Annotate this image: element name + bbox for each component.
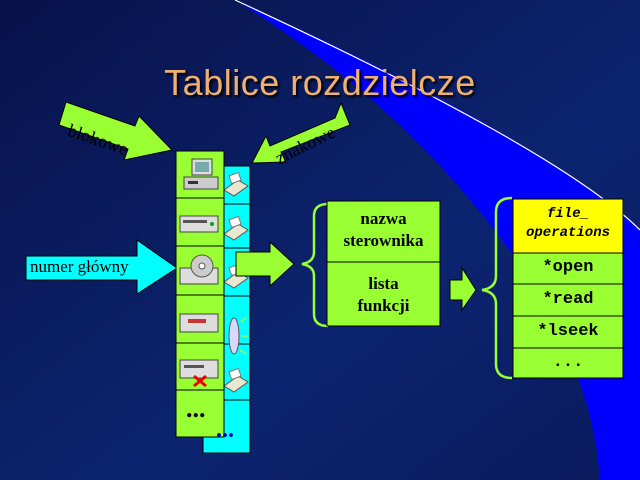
fops-cell bbox=[512, 252, 624, 285]
major-number-label: numer główny bbox=[30, 257, 129, 276]
fops-header-line2: operations bbox=[525, 225, 610, 241]
computer-icon bbox=[183, 158, 219, 190]
block-devices-arrow bbox=[58, 101, 173, 161]
file-operations-table bbox=[512, 198, 624, 379]
tape-drive-icon bbox=[179, 313, 219, 333]
modem-icon bbox=[179, 215, 219, 233]
table-to-driver-arrow bbox=[235, 240, 295, 288]
major-number-arrow bbox=[25, 239, 178, 295]
driver-name-line1: nazwa bbox=[360, 209, 407, 228]
broken-device-icon bbox=[179, 359, 219, 388]
driver-name-field: nazwa sterownika bbox=[327, 208, 440, 252]
fops-cell bbox=[512, 347, 624, 379]
fops-header-line1: file_ bbox=[546, 206, 589, 222]
fops-item-open: *open bbox=[542, 258, 594, 277]
fops-cell bbox=[512, 315, 624, 349]
driver-entry-box bbox=[326, 200, 441, 327]
fops-header: file_ operations bbox=[513, 205, 623, 243]
page-title: Tablice rozdzielcze bbox=[164, 62, 476, 103]
char-table-ellipsis: ... bbox=[216, 417, 234, 443]
char-devices-arrow bbox=[251, 101, 351, 164]
cd-disc-icon bbox=[228, 317, 248, 355]
driver-brace bbox=[301, 202, 329, 328]
fops-item-read: *read bbox=[542, 290, 594, 309]
block-table-ellipsis: ... bbox=[186, 394, 206, 423]
cd-drive-icon bbox=[179, 254, 219, 285]
fops-item-lseek: *lseek bbox=[537, 322, 599, 341]
driver-to-fops-arrow bbox=[449, 266, 477, 312]
printer-icon bbox=[223, 215, 249, 241]
driver-functions-field: lista funkcji bbox=[327, 273, 440, 317]
printer-icon bbox=[223, 367, 249, 393]
driver-functions-line1: lista bbox=[368, 274, 399, 293]
fops-brace bbox=[481, 196, 513, 380]
fops-item-ellipsis: ... bbox=[552, 353, 584, 372]
driver-name-line2: sterownika bbox=[343, 231, 424, 250]
driver-functions-line2: funkcji bbox=[357, 296, 410, 315]
printer-icon bbox=[223, 171, 249, 197]
block-device-table bbox=[175, 150, 225, 438]
